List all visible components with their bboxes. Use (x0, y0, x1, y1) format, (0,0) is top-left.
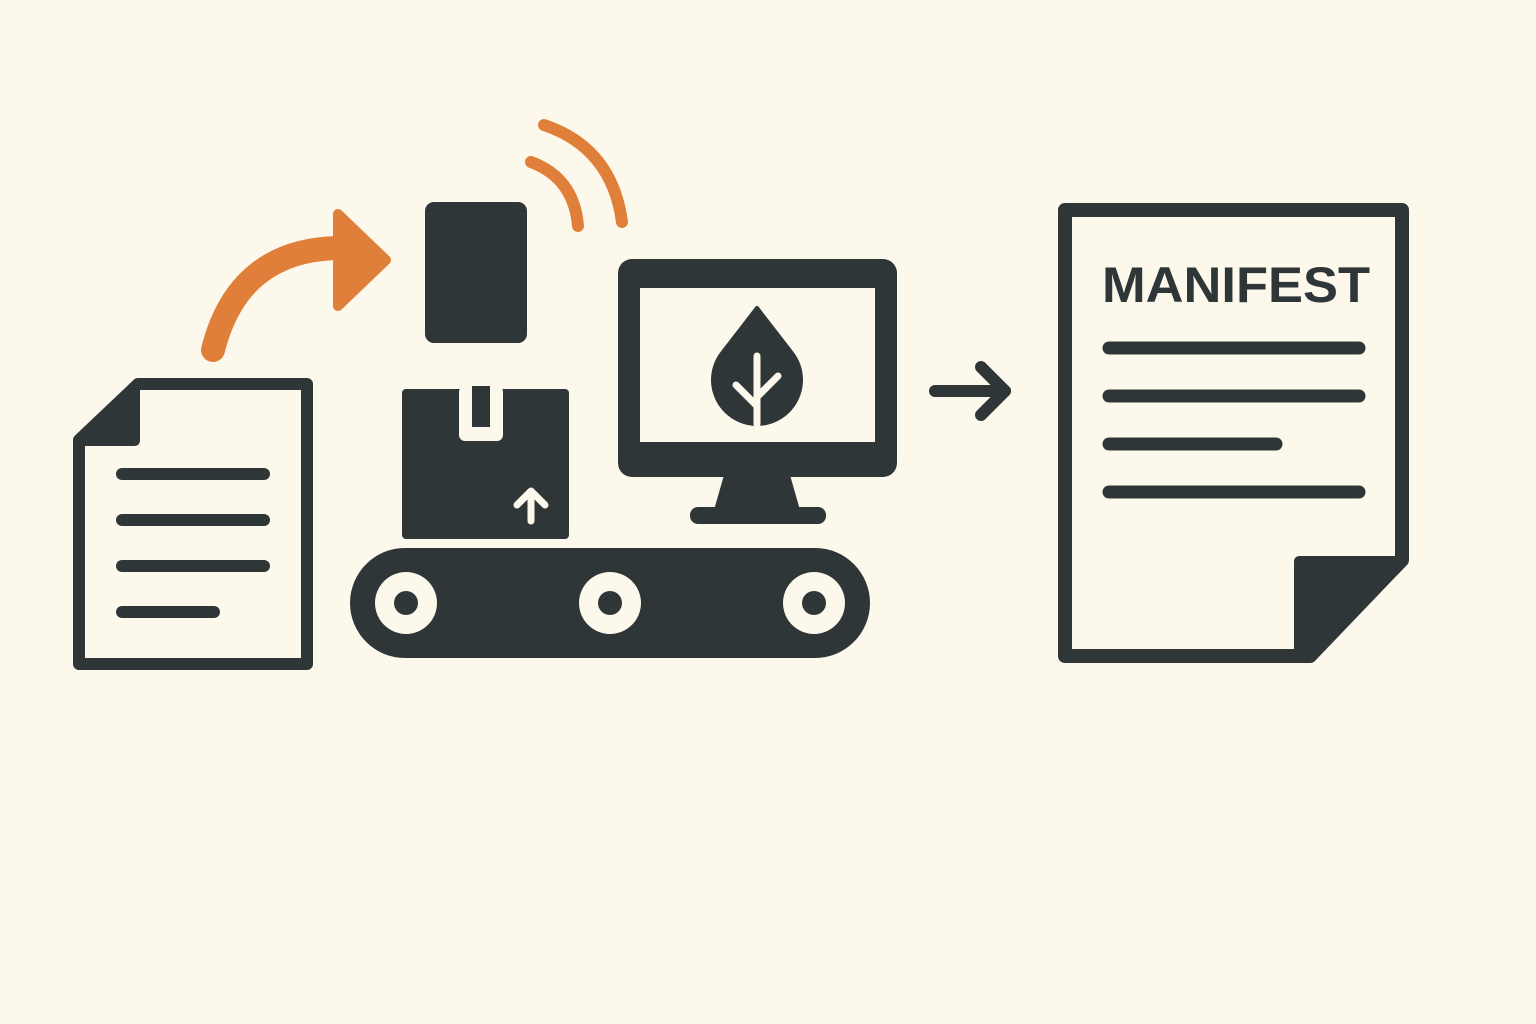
source-document-icon (73, 378, 313, 670)
manifest-document-icon: MANIFEST (1058, 203, 1409, 663)
right-arrow-icon (929, 361, 1011, 421)
wireless-signal-icon (525, 119, 628, 232)
monitor-icon (618, 259, 897, 524)
mobile-device-icon (425, 202, 527, 343)
manifest-title: MANIFEST (1102, 257, 1370, 313)
leaf-icon (711, 306, 803, 428)
package-icon (402, 386, 569, 539)
up-arrow-icon (513, 487, 549, 525)
conveyor-belt-icon (350, 548, 870, 658)
transfer-arrow-icon (201, 209, 391, 362)
